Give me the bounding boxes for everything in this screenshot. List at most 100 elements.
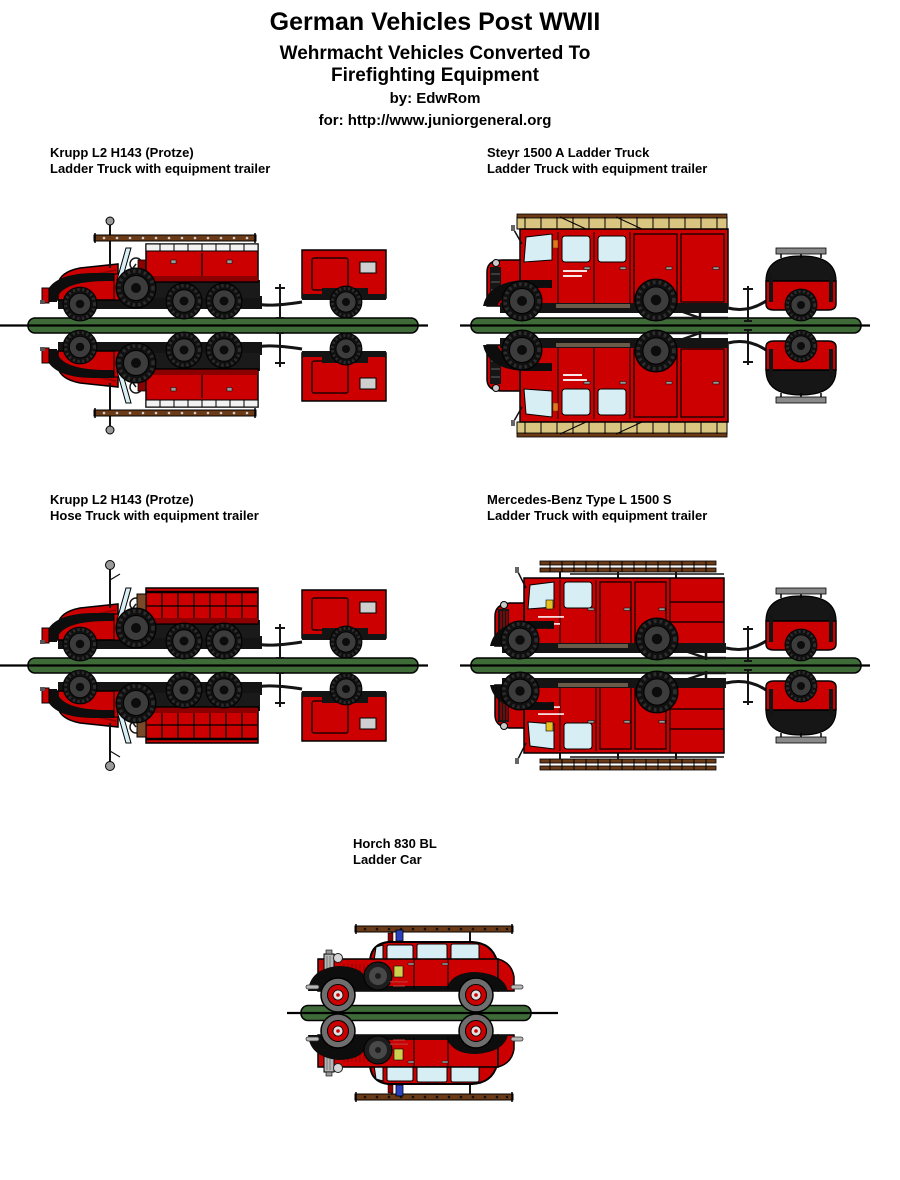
running-board <box>556 304 630 308</box>
rear-wheel-1 <box>164 621 204 661</box>
spare-wheel <box>363 961 393 991</box>
locker-door-2 <box>680 233 725 303</box>
figure-steyr-ladder-truck <box>460 210 900 442</box>
vehicle-name: Steyr 1500 A Ladder Truck <box>487 145 650 160</box>
rear-wheel-1 <box>164 281 204 321</box>
label-mercedes-ladder-truck: Mercedes-Benz Type L 1500 S Ladder Truck… <box>487 492 707 524</box>
mirrored-copy <box>40 330 386 434</box>
headlight <box>333 953 343 963</box>
running-board <box>360 986 452 991</box>
roof-rack-ladder <box>516 213 728 230</box>
windshield <box>523 233 553 263</box>
krupp-ladder-truck-figure <box>0 216 428 442</box>
horch-ladder-car-figure <box>287 924 558 1129</box>
steyr-ladder-truck-side-view <box>483 213 837 323</box>
vehicle-description: Ladder Truck with equipment trailer <box>487 508 708 523</box>
trailer-rack <box>775 247 827 255</box>
vehicle-name: Mercedes-Benz Type L 1500 S <box>487 492 672 507</box>
mirrored-copy <box>483 330 836 437</box>
roof-ladder <box>354 924 514 941</box>
figure-krupp-ladder-truck <box>0 210 440 442</box>
equipment-body <box>145 243 259 283</box>
headlight <box>500 601 508 609</box>
door-lettering <box>538 616 564 618</box>
front-wheel <box>61 625 99 663</box>
trailer-vent <box>359 601 377 614</box>
vehicle-name: Krupp L2 H143 (Protze) <box>50 492 194 507</box>
running-board <box>558 644 628 648</box>
roof-ladder <box>539 560 717 578</box>
label-horch-ladder-car: Horch 830 BL Ladder Car <box>353 836 437 868</box>
tow-bar <box>725 639 767 651</box>
grille <box>490 267 501 299</box>
door-crest <box>393 965 404 978</box>
mirrored-copy <box>490 670 836 770</box>
trailer-jack <box>275 284 285 319</box>
cab-window <box>561 235 591 263</box>
label-krupp-ladder-truck: Krupp L2 H143 (Protze) Ladder Truck with… <box>50 145 270 177</box>
byline: by: EdwRom <box>389 90 481 107</box>
rear-wheel <box>633 277 679 323</box>
trailer-wheel <box>783 627 819 663</box>
vehicle-name: Krupp L2 H143 (Protze) <box>50 145 194 160</box>
mirrored-copy <box>40 670 386 771</box>
mercedes-ladder-truck-side-view <box>490 560 837 663</box>
trailer-jack <box>275 624 285 659</box>
krupp-ladder-truck-side-view <box>40 216 387 323</box>
tow-bar <box>257 300 303 307</box>
mast-pulley <box>105 216 115 226</box>
truck-body <box>523 577 725 647</box>
trailer-tarp <box>765 595 837 622</box>
roof-ladder <box>93 233 257 243</box>
label-steyr-ladder-truck: Steyr 1500 A Ladder Truck Ladder Truck w… <box>487 145 707 177</box>
trailer-jack <box>743 626 753 662</box>
radiator-cap <box>325 949 333 955</box>
figure-horch-ladder-car <box>280 897 580 1129</box>
vehicle-description: Ladder Truck with equipment trailer <box>50 161 271 176</box>
horch-ladder-car-side-view <box>305 924 524 1013</box>
mercedes-ladder-truck-figure <box>460 560 870 782</box>
trailer-wheel <box>783 287 819 323</box>
trailer-tarp <box>765 255 837 282</box>
mirror <box>513 229 523 245</box>
rear-wheel-2 <box>204 281 244 321</box>
mirrored-copy <box>306 1014 523 1102</box>
figure-mercedes-ladder-truck <box>460 550 900 782</box>
door-badge <box>552 239 559 249</box>
steyr-ladder-truck-figure <box>460 213 870 442</box>
tow-bar <box>257 640 303 647</box>
door-shield-emblem <box>545 599 554 610</box>
door-script <box>390 981 408 983</box>
subtitle-line-2: Firefighting Equipment <box>331 65 539 86</box>
trailer-vent <box>359 261 377 274</box>
vehicle-description: Hose Truck with equipment trailer <box>50 508 259 523</box>
mid-wheel <box>114 606 158 650</box>
headlight <box>492 259 500 267</box>
vehicle-description: Ladder Truck with equipment trailer <box>487 161 708 176</box>
sheet-header: German Vehicles Post WWII Wehrmacht Vehi… <box>0 0 870 131</box>
trailer-wheel <box>328 624 364 660</box>
rear-wheel-2 <box>204 621 244 661</box>
cab-window <box>563 581 593 609</box>
front-bumper <box>305 984 320 990</box>
label-krupp-hose-truck: Krupp L2 H143 (Protze) Hose Truck with e… <box>50 492 259 524</box>
vehicle-name: Horch 830 BL <box>353 836 437 851</box>
front-wheel <box>500 279 544 323</box>
trailer-wheel <box>328 284 364 320</box>
crew-window <box>597 235 627 263</box>
vehicle-description: Ladder Car <box>353 852 422 867</box>
rear-wheel <box>458 977 494 1013</box>
front-wheel <box>320 977 356 1013</box>
krupp-hose-truck-figure <box>0 560 428 782</box>
front-wheel <box>61 285 99 323</box>
mirror <box>517 571 527 589</box>
krupp-hose-truck-side-view <box>40 560 387 663</box>
rear-bumper <box>510 984 524 990</box>
site-credit: for: http://www.juniorgeneral.org <box>318 112 552 129</box>
figure-krupp-hose-truck <box>0 550 440 782</box>
mid-wheel <box>114 266 158 310</box>
blue-light <box>395 929 404 942</box>
front-wheel <box>499 619 541 661</box>
page-title: German Vehicles Post WWII <box>269 8 601 36</box>
red-beacon <box>387 932 394 942</box>
